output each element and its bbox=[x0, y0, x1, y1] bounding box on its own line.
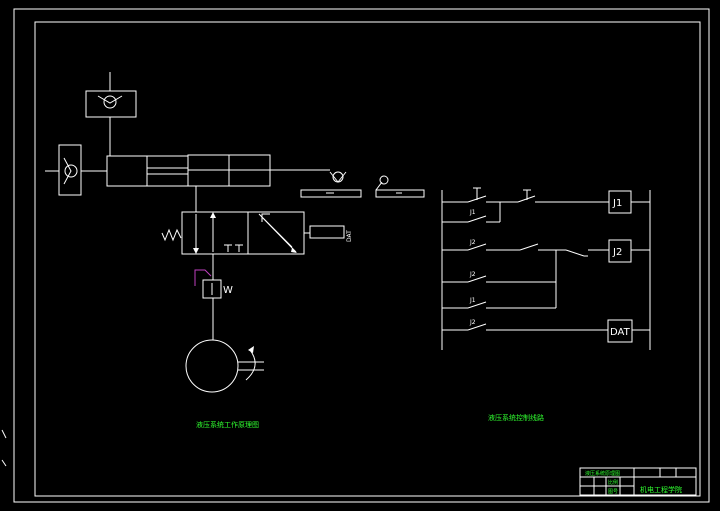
contact-label: J1 bbox=[469, 209, 476, 216]
title-block: 液压系统原理图 比例 图号 机电工程学院 bbox=[579, 467, 697, 496]
rung-1 bbox=[442, 187, 650, 223]
rung-4 bbox=[442, 323, 650, 331]
hydraulic-schematic: DAT W 液压系统工作原理图 bbox=[45, 72, 425, 429]
pressure-valve bbox=[194, 254, 222, 340]
edge-marks bbox=[1, 429, 7, 467]
coil-j1: J1 bbox=[608, 190, 632, 214]
limit-switch-1 bbox=[300, 171, 362, 198]
solenoid-label: DAT bbox=[346, 230, 353, 242]
title-block-name: 液压系统原理图 bbox=[585, 470, 620, 477]
rung-2 bbox=[442, 243, 650, 283]
hydraulic-cylinder bbox=[106, 154, 330, 212]
circuit-caption: 液压系统控制线路 bbox=[488, 413, 544, 422]
directional-valve bbox=[161, 211, 345, 255]
contact-label: J2 bbox=[469, 271, 476, 278]
hydraulic-pump bbox=[185, 339, 264, 393]
rung-3 bbox=[442, 282, 557, 309]
control-circuit: J1 J2 bbox=[441, 187, 651, 422]
svg-text:J1: J1 bbox=[612, 198, 622, 209]
contact-label: J2 bbox=[469, 319, 476, 326]
contact-label: J1 bbox=[469, 297, 476, 304]
contact-label: J2 bbox=[469, 239, 476, 246]
drawing-frame bbox=[13, 8, 710, 503]
title-block-scale: 比例 bbox=[608, 479, 618, 486]
title-block-school: 机电工程学院 bbox=[640, 485, 682, 494]
coil-j2: J2 bbox=[608, 239, 632, 263]
svg-text:J2: J2 bbox=[612, 247, 622, 258]
hydraulic-caption: 液压系统工作原理图 bbox=[196, 420, 259, 429]
pressure-label: W bbox=[223, 285, 233, 296]
left-check-valve bbox=[45, 144, 107, 196]
top-check-valve bbox=[85, 72, 137, 156]
limit-switch-2 bbox=[375, 175, 425, 198]
title-block-number: 图号 bbox=[608, 489, 618, 495]
svg-text:DAT: DAT bbox=[610, 327, 631, 338]
coil-dat: DAT bbox=[607, 319, 633, 343]
